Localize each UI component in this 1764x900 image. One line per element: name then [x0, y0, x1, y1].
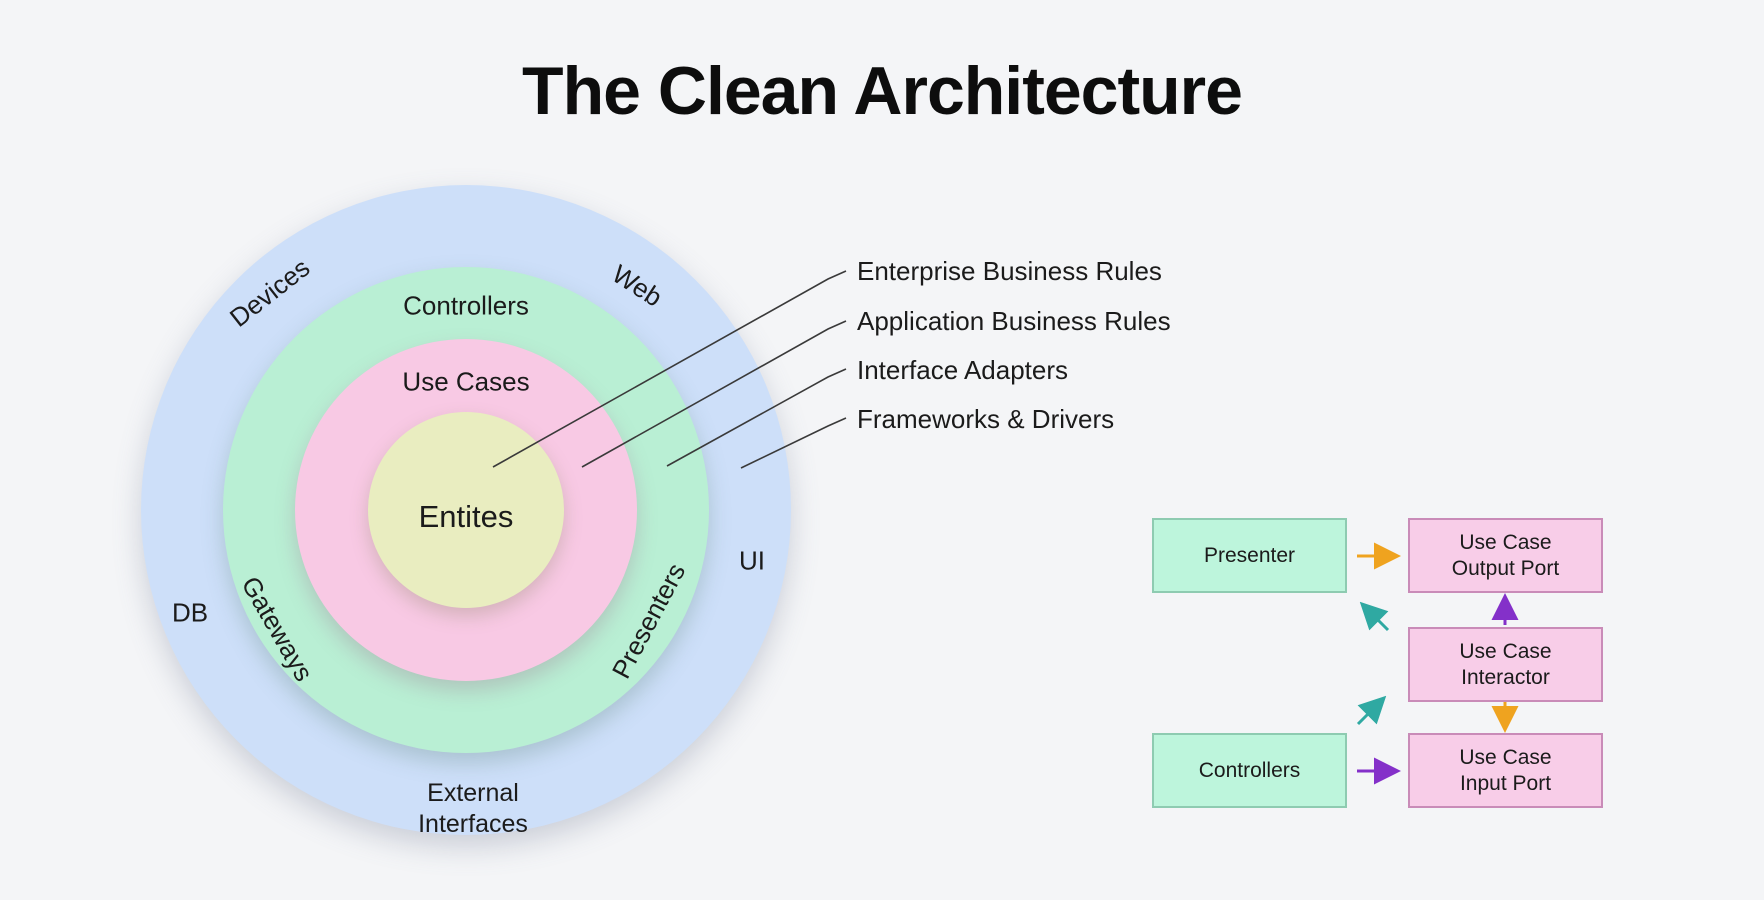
- callout-frameworks-drivers: Frameworks & Drivers: [857, 404, 1115, 434]
- flow-box-use-case-input-port: Use Case Input Port: [1408, 733, 1603, 808]
- flow-box-controllers-label: Controllers: [1198, 758, 1301, 782]
- flow-box-use-case-output-port: Use Case Output Port: [1408, 518, 1603, 593]
- callout-application-business-rules: Application Business Rules: [857, 306, 1171, 336]
- flow-box-presenter-label: Presenter: [1203, 543, 1296, 567]
- flow-box-presenter: Presenter: [1152, 518, 1347, 593]
- flow-box-output-port-label: Use Case Output Port: [1451, 530, 1560, 580]
- arrow-teal-up-right: [1356, 695, 1387, 726]
- label-use-cases: Use Cases: [402, 366, 530, 397]
- label-ui: UI: [739, 545, 765, 576]
- flow-box-input-port-label: Use Case Input Port: [1459, 745, 1552, 795]
- page-title: The Clean Architecture: [522, 53, 1243, 129]
- flow-box-use-case-interactor: Use Case Interactor: [1408, 627, 1603, 702]
- label-entities: Entites: [418, 499, 514, 534]
- arrow-teal-up-left: [1359, 601, 1390, 632]
- flow-box-interactor-label: Use Case Interactor: [1459, 639, 1552, 689]
- label-db: DB: [171, 597, 209, 628]
- label-controllers: Controllers: [403, 290, 529, 321]
- flow-box-controllers: Controllers: [1152, 733, 1347, 808]
- callout-enterprise-business-rules: Enterprise Business Rules: [857, 256, 1162, 286]
- label-external-interfaces: External Interfaces: [418, 778, 528, 838]
- callout-interface-adapters: Interface Adapters: [857, 355, 1069, 385]
